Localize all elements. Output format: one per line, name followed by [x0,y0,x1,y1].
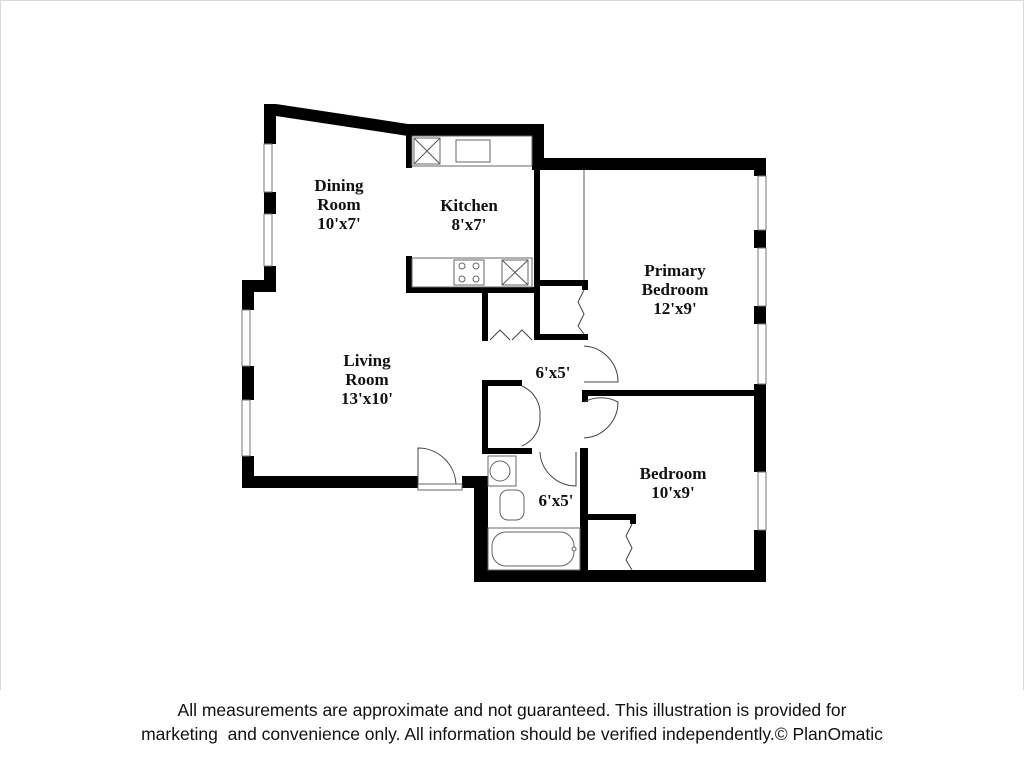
kitchen-size: 8'x7' [452,215,487,234]
primary-bedroom-name-2: Bedroom [642,280,709,299]
hall-size: 6'x5' [536,363,571,382]
kitchen-fixtures [411,135,533,288]
dining-room-size: 10'x7' [317,214,360,233]
bath-fixtures [487,455,581,571]
living-room-name-2: Room [345,370,388,389]
windows [241,143,767,531]
living-room-name-1: Living [343,351,391,370]
bedroom-name: Bedroom [640,464,707,483]
bath-size: 6'x5' [539,491,574,510]
walls [242,104,766,582]
dining-room-name-1: Dining [314,176,364,195]
living-room-size: 13'x10' [341,389,393,408]
dining-room-name-2: Room [317,195,360,214]
bedroom-size: 10'x9' [651,483,694,502]
disclaimer-line-1: All measurements are approximate and not… [177,700,847,720]
doors [417,170,633,571]
floor-plan: Dining Room 10'x7' Kitchen 8'x7' Living … [0,0,1024,690]
disclaimer: All measurements are approximate and not… [0,698,1024,746]
disclaimer-text: marketing and convenience only. All info… [141,724,775,744]
page-border [0,0,1024,690]
room-labels: Dining Room 10'x7' Kitchen 8'x7' Living … [314,176,708,510]
primary-bedroom-name-1: Primary [644,261,706,280]
disclaimer-line-2: marketing and convenience only. All info… [0,722,1024,746]
kitchen-name: Kitchen [440,196,498,215]
copyright-label: © PlanOmatic [774,724,883,744]
primary-bedroom-size: 12'x9' [653,299,696,318]
